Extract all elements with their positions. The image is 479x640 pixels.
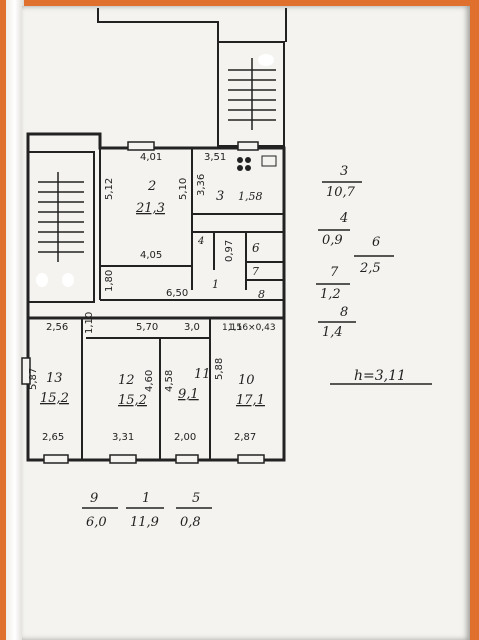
room-3-dim-side: 3,36 (196, 174, 207, 196)
top-wall (97, 8, 219, 148)
room-12-dim-side: 4,60 (144, 370, 155, 392)
room-8-number: 8 (258, 288, 265, 301)
room-11-area: 9,1 (178, 387, 199, 402)
room-2-dim-top: 4,01 (140, 152, 162, 163)
room-12-number: 12 (118, 373, 135, 388)
corridor-walls (99, 265, 284, 301)
room-2-number: 2 (147, 179, 156, 194)
legend-5-number: 5 (192, 491, 200, 506)
legend-3-number: 3 (340, 164, 348, 179)
lower-rooms-walls (81, 318, 211, 460)
legend-9-number: 9 (90, 491, 98, 506)
room-13-dim-side: 5,87 (28, 368, 39, 390)
legend-6-number: 6 (372, 235, 380, 250)
stair-treads (38, 58, 276, 262)
stove-icon (237, 155, 277, 171)
room-11-dim-bottom: 2,00 (174, 432, 196, 443)
legend-9-area: 6,0 (86, 515, 107, 530)
misc-dim-1: 1,10 (84, 312, 95, 334)
small-rooms-walls (191, 214, 284, 290)
room-2-dim-left: 5,12 (104, 178, 115, 200)
windows (21, 141, 265, 464)
room-10-dim-bottom: 2,87 (234, 432, 256, 443)
legend-7-number: 7 (330, 265, 339, 280)
ceiling-height-note: h=3,11 (354, 368, 406, 384)
left-stairwell (27, 151, 95, 303)
legend-7-area: 1,2 (320, 287, 341, 302)
room-4-number: 4 (197, 236, 204, 247)
legend-5-area: 0,8 (180, 515, 201, 530)
white-correction-mark (62, 273, 74, 287)
room-10-area: 17,1 (236, 393, 265, 408)
misc-dim-3: 3,0 (184, 322, 200, 333)
room-11-number: 11 (194, 367, 211, 382)
legend-1-area: 11,9 (130, 515, 159, 530)
upper-stairwell (217, 41, 285, 147)
legend-6-area: 2,5 (359, 261, 381, 276)
area-legend-bottom: 9 6,0 1 11,9 5 0,8 (82, 491, 212, 530)
room-2-dim-bottom: 4,05 (140, 250, 162, 261)
area-legend-right: 3 10,7 4 0,9 6 2,5 7 1,2 8 1,4 h=3,11 (316, 164, 432, 385)
room-3-area: 1,58 (238, 190, 263, 203)
room-13-dim-bottom: 2,65 (42, 432, 64, 443)
room-2-dim-right: 5,10 (178, 178, 189, 200)
room-3-dim-top: 3,51 (204, 152, 226, 163)
misc-dim-2: 1,80 (104, 270, 115, 292)
page-edge (6, 0, 24, 640)
room-13-number: 13 (46, 371, 63, 386)
room-10-dim-top: 1,16×0,43 (228, 323, 276, 333)
paper-sheet (22, 6, 470, 640)
room-12-area: 15,2 (118, 393, 147, 408)
room-3-number: 3 (216, 189, 224, 204)
legend-8-area: 1,4 (322, 325, 343, 340)
room-2-area: 21,3 (135, 201, 165, 216)
legend-4-area: 0,9 (322, 233, 343, 248)
legend-1-number: 1 (142, 491, 150, 506)
room-1-number: 1 (212, 278, 219, 291)
white-correction-mark (258, 54, 274, 66)
corridor-dim: 5,70 (136, 322, 158, 333)
room-13-area: 15,2 (40, 391, 69, 406)
room-1-dim: 6,50 (166, 288, 188, 299)
room-6-number: 6 (252, 241, 260, 255)
room-4-dim-side: 0,97 (224, 240, 235, 262)
legend-4-number: 4 (339, 211, 348, 226)
room-11-dim-side: 4,58 (164, 370, 175, 392)
room-10-number: 10 (238, 373, 255, 388)
room-1-dim-small: 1,15 (222, 323, 242, 333)
room-12-dim-bottom: 3,31 (112, 432, 134, 443)
white-correction-mark (36, 273, 48, 287)
legend-3-area: 10,7 (326, 185, 356, 200)
legend-8-number: 8 (340, 305, 348, 320)
room-13-dim-top: 2,56 (46, 322, 68, 333)
room-7-number: 7 (252, 265, 259, 278)
room-10-dim-side: 5,88 (214, 358, 225, 380)
